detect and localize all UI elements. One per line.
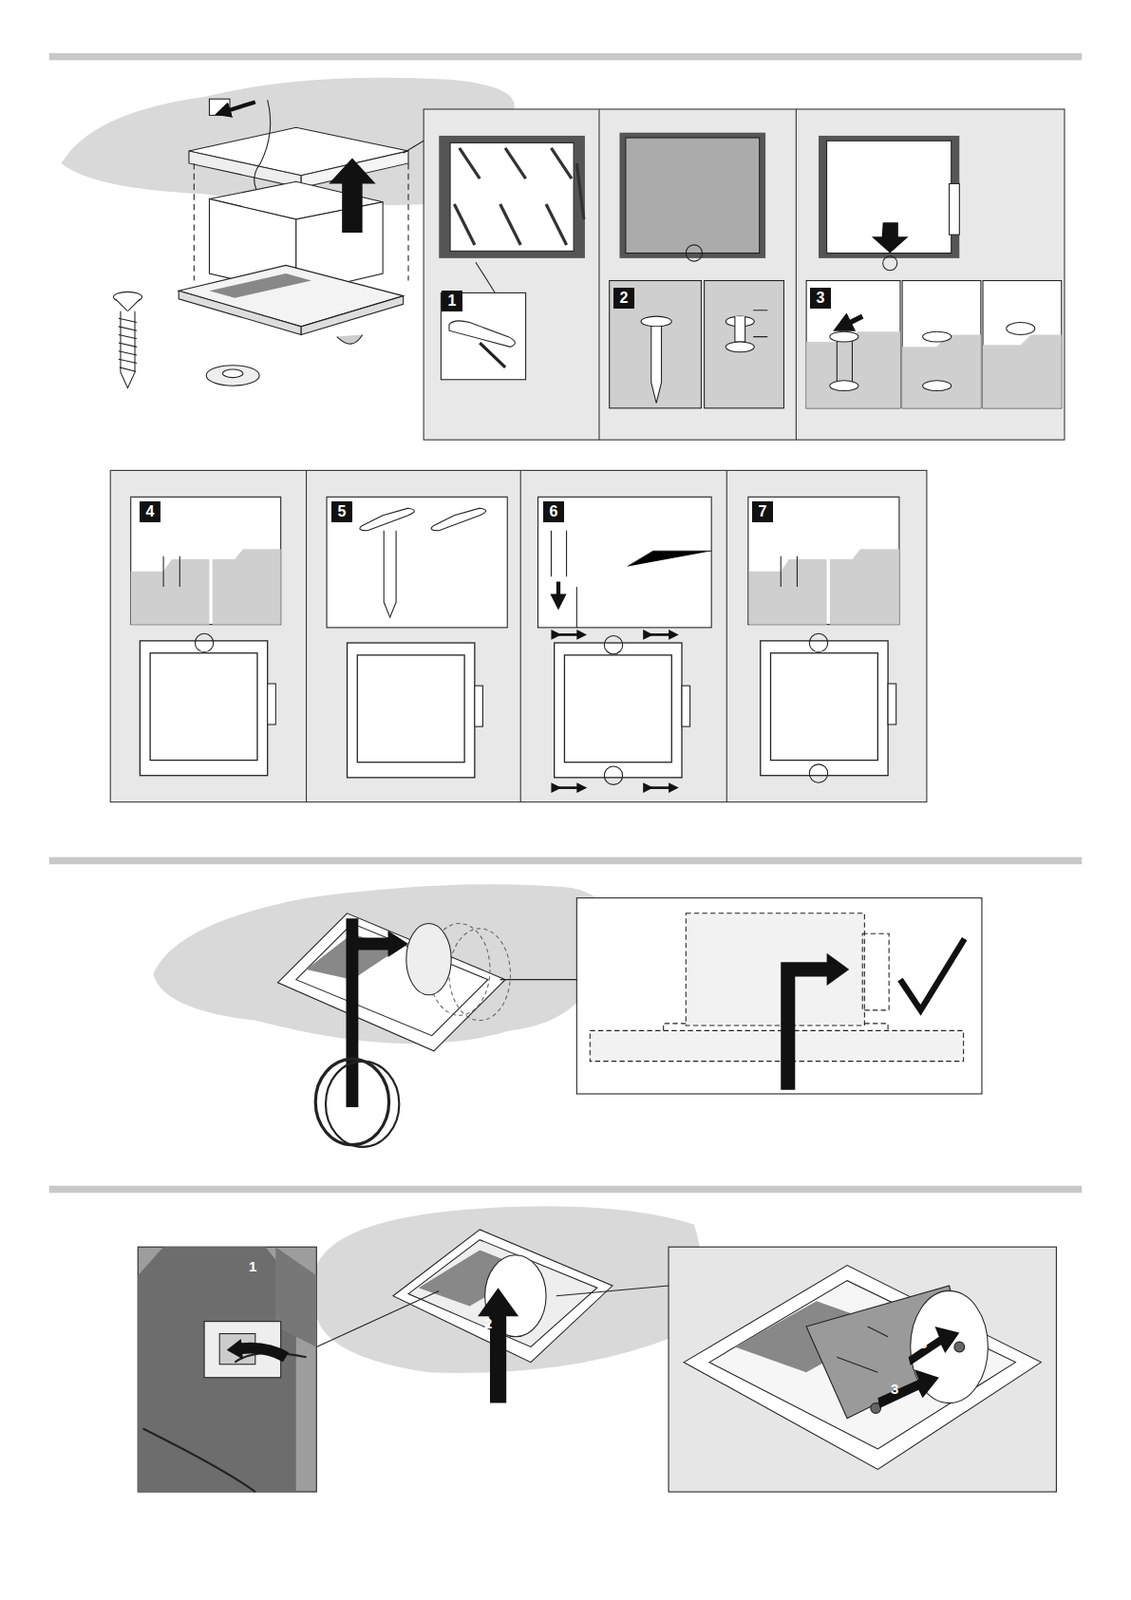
step-number: 5 xyxy=(338,503,347,520)
callout-number: 3 xyxy=(919,1336,927,1352)
step-number: 3 xyxy=(816,289,826,306)
step-number: 6 xyxy=(549,503,559,520)
callout-number: 3 xyxy=(890,1381,899,1397)
step-badge: 3 xyxy=(810,287,831,309)
callout-number: 2 xyxy=(484,1316,492,1332)
step-badge: 6 xyxy=(543,501,565,523)
step-badge: 2 xyxy=(613,287,635,309)
step-number: 4 xyxy=(146,503,155,520)
step-number: 1 xyxy=(448,292,457,309)
step-badge: 4 xyxy=(139,501,161,523)
step-badge: 5 xyxy=(331,501,353,523)
step-number: 7 xyxy=(758,503,768,520)
callout-number: 1 xyxy=(248,1259,257,1275)
step-badge: 7 xyxy=(752,501,773,523)
step-badge: 1 xyxy=(441,290,463,312)
step-number: 2 xyxy=(620,289,629,306)
